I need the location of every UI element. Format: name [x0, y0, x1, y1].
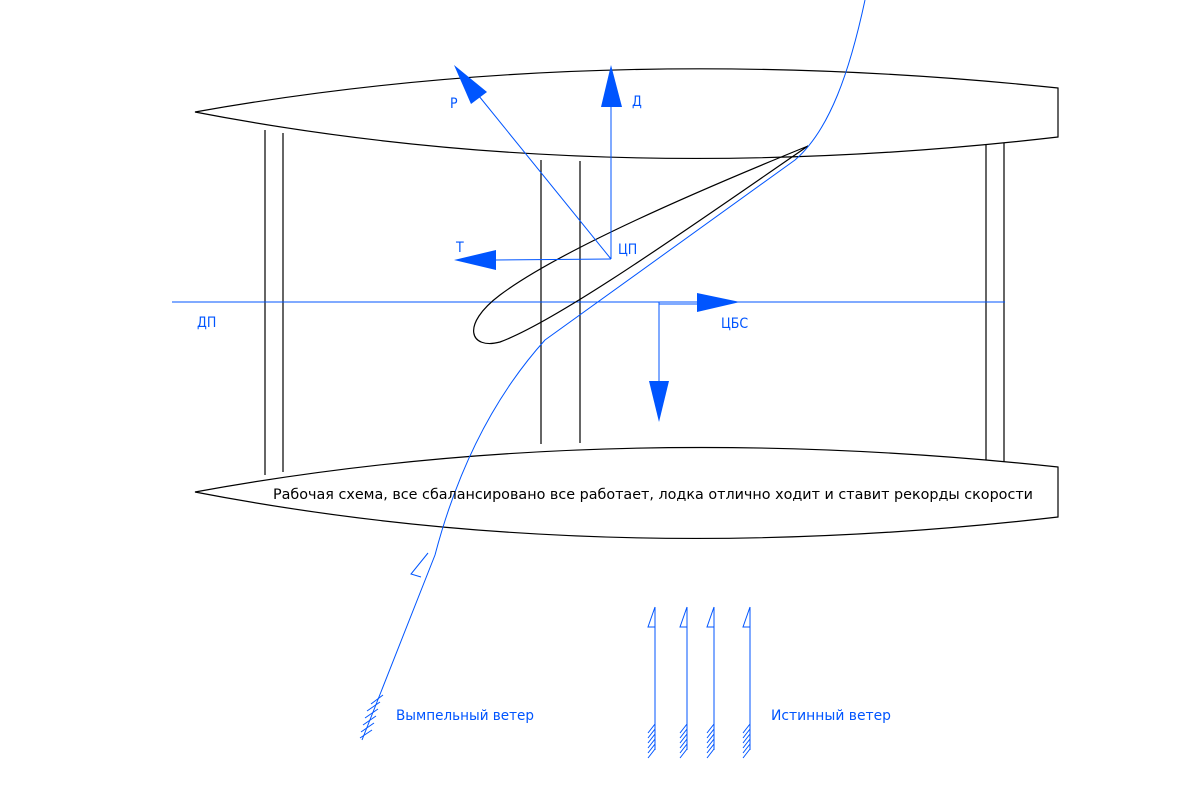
label-clr: ЦБС: [721, 316, 748, 332]
legend-true-wind: Истинный ветер: [771, 708, 891, 724]
force-arrows: [469, 84, 698, 382]
label-center-of-effort: ЦП: [618, 242, 637, 258]
label-drift: Д: [632, 94, 642, 110]
true-wind-arrow: [706, 606, 715, 759]
true-wind-arrow: [647, 606, 656, 759]
true-wind-arrow: [742, 606, 751, 759]
apparent-wind-line: [361, 0, 866, 741]
apparent-wind-hatch: [359, 694, 384, 739]
drift-arrowhead: [601, 65, 622, 107]
resultant-arrowhead: [454, 65, 487, 104]
bottom-hull: [194, 446, 1059, 540]
true-wind-arrow: [679, 606, 688, 759]
forward-arrowhead: [697, 293, 740, 312]
lateral-arrowhead: [649, 381, 669, 422]
label-resultant: Р: [450, 96, 458, 112]
label-thrust: Т: [455, 240, 464, 256]
top-hull: [194, 68, 1059, 160]
legend-apparent-wind: Вымпельный ветер: [396, 708, 534, 724]
caption: Рабочая схема, все сбалансировано все ра…: [273, 487, 1033, 503]
true-wind-arrows: [647, 606, 751, 759]
label-centerline: ДП: [197, 315, 216, 331]
thrust-arrowhead: [454, 250, 496, 270]
apparent-wind-flag: [410, 552, 429, 578]
sail-profile: [473, 145, 809, 344]
